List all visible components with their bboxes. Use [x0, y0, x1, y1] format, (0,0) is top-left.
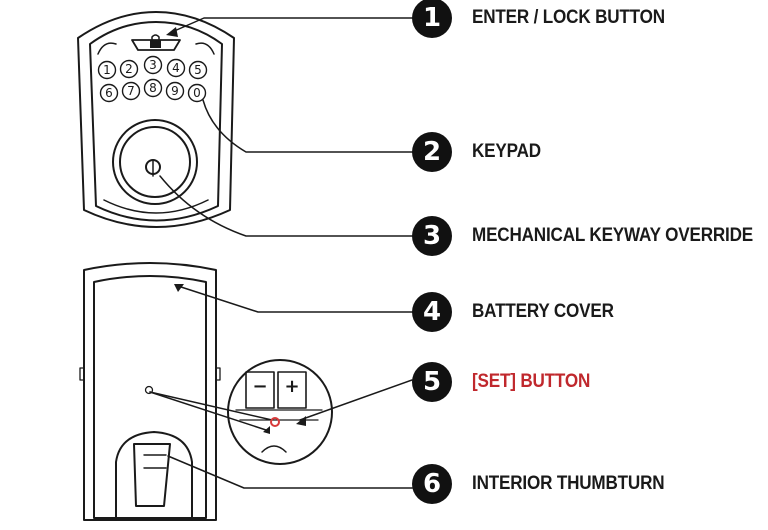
- callout-keypad: 2 KEYPAD: [412, 132, 549, 172]
- plus-terminal-label: +: [284, 376, 299, 397]
- keypad-key[interactable]: 4: [166, 58, 186, 78]
- keypad-key[interactable]: 9: [165, 81, 185, 101]
- leader-lines: [149, 17, 413, 489]
- callout-label: MECHANICAL KEYWAY OVERRIDE: [472, 225, 754, 246]
- callout-number: 3: [412, 216, 452, 256]
- keypad-key[interactable]: 6: [99, 83, 119, 103]
- callout-enter-lock-button: 1 ENTER / LOCK BUTTON: [412, 0, 686, 38]
- keypad-key[interactable]: 7: [121, 81, 141, 101]
- keypad-key[interactable]: 8: [143, 78, 163, 98]
- callout-label: [SET] BUTTON: [472, 371, 591, 392]
- exterior-keypad-unit: [77, 11, 235, 228]
- keypad-key[interactable]: 1: [97, 60, 117, 80]
- set-button-hole: [144, 385, 154, 395]
- keypad-key[interactable]: 3: [143, 55, 163, 75]
- callout-label: BATTERY COVER: [472, 301, 614, 322]
- callout-label: ENTER / LOCK BUTTON: [472, 7, 665, 28]
- callout-number: 1: [412, 0, 452, 38]
- svg-text:6: 6: [105, 86, 113, 100]
- callout-label: KEYPAD: [472, 141, 541, 162]
- set-button[interactable]: [270, 417, 280, 427]
- svg-text:9: 9: [171, 84, 179, 98]
- svg-text:5: 5: [194, 63, 202, 77]
- callout-mechanical-keyway-override: 3 MECHANICAL KEYWAY OVERRIDE: [412, 216, 768, 256]
- svg-text:8: 8: [149, 81, 157, 95]
- leader-arrowheads: [166, 27, 306, 434]
- callout-number: 4: [412, 292, 452, 332]
- interior-thumbturn[interactable]: [115, 431, 193, 521]
- keypad: 1 2 3 4 5 6 7 8 9 0: [97, 55, 208, 103]
- svg-text:1: 1: [103, 63, 111, 77]
- svg-text:7: 7: [127, 84, 135, 98]
- keypad-key[interactable]: 0: [187, 83, 207, 103]
- callout-label: INTERIOR THUMBTURN: [472, 473, 665, 494]
- svg-text:2: 2: [125, 62, 133, 76]
- svg-text:3: 3: [149, 58, 157, 72]
- callout-number: 2: [412, 132, 452, 172]
- callout-battery-cover: 4 BATTERY COVER: [412, 292, 630, 332]
- interior-unit: [79, 262, 221, 521]
- callout-interior-thumbturn: 6 INTERIOR THUMBTURN: [412, 464, 686, 504]
- callout-set-button: 5 [SET] BUTTON: [412, 362, 603, 402]
- keyway-cylinder: [112, 119, 198, 205]
- minus-terminal-label: −: [252, 376, 267, 397]
- svg-text:4: 4: [172, 61, 180, 75]
- lock-icon: [150, 34, 161, 48]
- callout-number: 5: [412, 362, 452, 402]
- set-button-detail: [227, 359, 333, 465]
- enter-lock-button[interactable]: [131, 34, 181, 51]
- svg-text:0: 0: [193, 86, 201, 100]
- keypad-key[interactable]: 5: [188, 60, 208, 80]
- keypad-key[interactable]: 2: [119, 59, 139, 79]
- callout-number: 6: [412, 464, 452, 504]
